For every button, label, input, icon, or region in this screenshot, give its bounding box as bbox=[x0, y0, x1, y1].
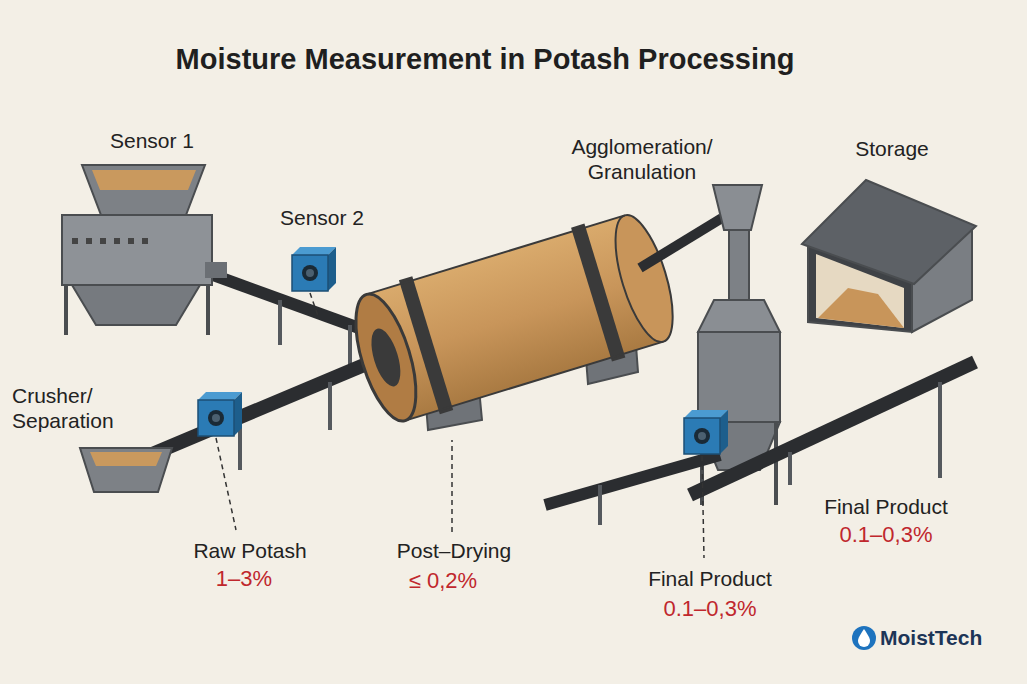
sensor-label: Sensor 1 bbox=[110, 128, 194, 153]
conveyor-belt bbox=[150, 352, 395, 470]
rotary-dryer bbox=[342, 205, 685, 431]
storage-shed bbox=[802, 180, 976, 332]
stage-label: Post–Drying bbox=[397, 538, 511, 563]
conveyor-belt bbox=[640, 218, 722, 268]
stage-label: Final Product bbox=[648, 566, 772, 591]
sensor-label: Sensor 2 bbox=[280, 205, 364, 230]
logo-icon bbox=[852, 626, 876, 650]
raw-potash-bin bbox=[80, 448, 172, 492]
crusher-machine bbox=[62, 165, 227, 335]
equipment-label: Crusher/ Separation bbox=[12, 383, 162, 433]
logo-text: MoistTech bbox=[880, 625, 982, 650]
moisture-value: 0.1–0,3% bbox=[664, 596, 757, 622]
equipment-label: Storage bbox=[855, 136, 929, 161]
stage-label: Raw Potash bbox=[193, 538, 306, 563]
moisture-value: ≤ 0,2% bbox=[409, 568, 477, 594]
diagram-title: Moisture Measurement in Potash Processin… bbox=[176, 42, 795, 77]
stage-label: Final Product bbox=[824, 494, 948, 519]
moisture-sensor bbox=[292, 247, 336, 291]
equipment-label: Agglomeration/ Granulation bbox=[542, 134, 742, 184]
conveyor-belt bbox=[690, 362, 975, 495]
leader-line bbox=[216, 293, 704, 558]
moisture-value: 0.1–0,3% bbox=[840, 522, 933, 548]
moisture-sensor bbox=[198, 392, 242, 436]
moisture-sensor bbox=[684, 410, 728, 454]
moisture-value: 1–3% bbox=[216, 566, 272, 592]
